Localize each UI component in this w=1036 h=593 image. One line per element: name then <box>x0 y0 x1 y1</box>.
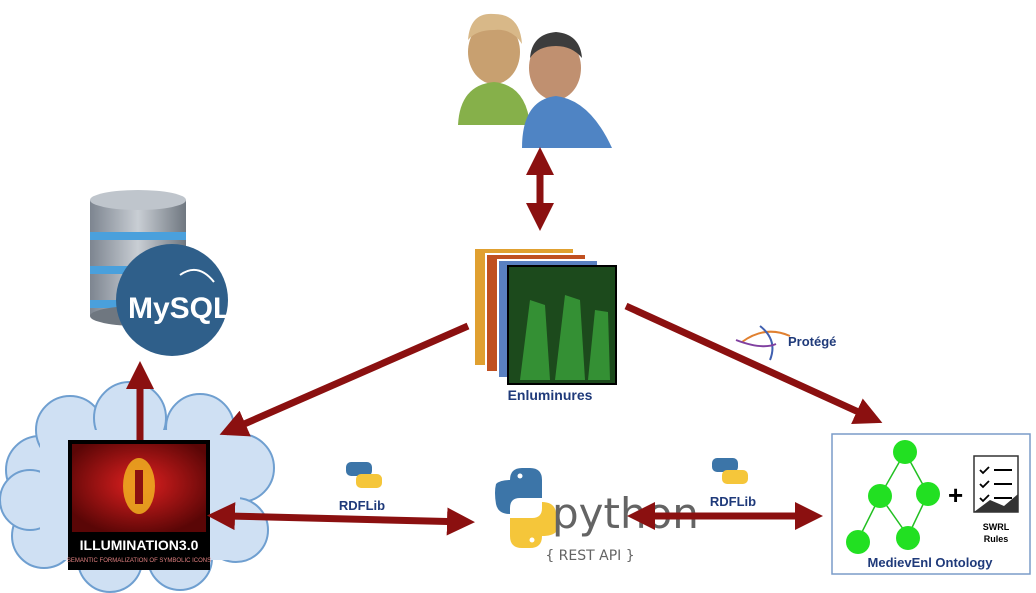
rdflib-left-icon <box>346 462 382 488</box>
ontology-graph <box>846 440 940 554</box>
checklist-icon <box>973 455 1019 513</box>
rest-api-label: { REST API } <box>545 548 634 564</box>
database-icon <box>90 190 228 356</box>
users-icon <box>458 13 612 148</box>
arrow-enluminures-illumination <box>219 322 470 437</box>
arrows <box>126 147 883 536</box>
protege-icon <box>735 325 791 361</box>
illumination-logo <box>68 440 210 570</box>
arrow-enluminures-ontology <box>624 302 883 425</box>
illumination-subtitle: SEMANTIC FORMALIZATION OF SYMBOLIC ICONS <box>67 558 211 564</box>
rdflib-right-icon <box>712 458 748 484</box>
rules-label: Rules <box>984 534 1009 544</box>
python-logo-icon <box>495 468 557 548</box>
protege-label: Protégé <box>788 334 836 349</box>
rdflib-left-label: RDFLib <box>339 498 385 513</box>
arrow-illumination-python <box>207 502 475 536</box>
manuscript-images-icon <box>473 247 617 385</box>
mysql-label: MySQL <box>128 292 231 325</box>
plus-sign: + <box>948 480 963 510</box>
ontology-label: MedievEnl Ontology <box>868 555 994 570</box>
enluminures-label: Enluminures <box>508 387 593 403</box>
swrl-label: SWRL <box>983 522 1010 532</box>
rdflib-right-label: RDFLib <box>710 494 756 509</box>
illumination-title: ILLUMINATION3.0 <box>80 537 199 553</box>
